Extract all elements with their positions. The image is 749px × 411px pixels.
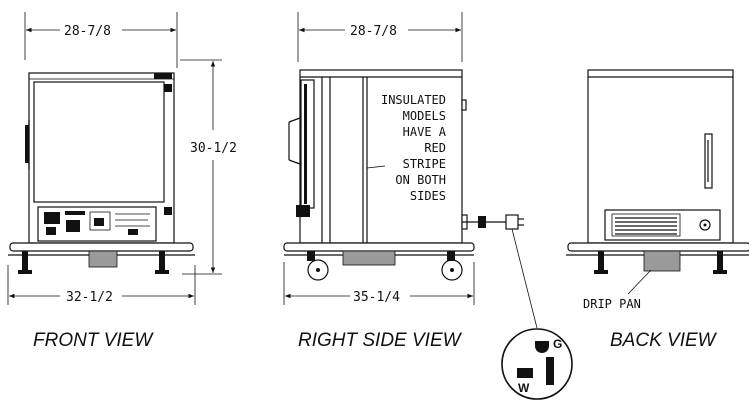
note-line-5: STRIPE [403,157,446,171]
note-line-2: MODELS [403,109,446,123]
side-width-dimension: 28-7/8 [350,24,397,39]
ground-pin-label: G [553,337,562,351]
caster-right [441,259,463,281]
front-view-label: FRONT VIEW [33,330,154,351]
front-base-dimension: 32-1/2 [66,290,113,305]
top-handle [154,73,172,79]
side-cabinet [299,69,463,244]
back-view-label: BACK VIEW [610,330,718,351]
drip-pan-label: DRIP PAN [583,297,641,311]
hinge-top [164,84,172,92]
front-drip-pan [88,250,118,268]
side-bumper [283,242,475,252]
note-line-6: ON BOTH [395,173,446,187]
back-drip-pan [643,250,681,272]
note-line-3: HAVE A [403,125,447,139]
cord-strain-relief [478,216,486,228]
door-handle [25,125,29,163]
hinge-bottom [164,207,172,215]
front-height-dimension: 30-1/2 [190,141,237,156]
note-line-1: INSULATED [381,93,446,107]
side-drip-pan [342,250,396,266]
side-base-dimension: 35-1/4 [353,290,400,305]
back-bumper [567,242,749,252]
power-inlet [699,219,711,231]
front-bumper [9,242,194,252]
right-side-view: 28-7/8 INSULATED MODELS HAVE A RED STRIP… [283,12,538,351]
white-blade-label: W [518,381,530,395]
caster-left [307,259,329,281]
note-line-4: RED [424,141,446,155]
note-line-7: SIDES [410,189,446,203]
plug-body [505,214,519,230]
white-blade [517,368,533,378]
right-side-view-label: RIGHT SIDE VIEW [298,330,463,351]
front-view: 28-7/8 32- [7,12,237,351]
back-view: DRIP PAN BACK VIEW [566,69,749,351]
plug-receptacle-detail: G W [501,328,573,400]
hot-blade [546,357,554,385]
front-door [33,81,165,203]
front-width-dimension: 28-7/8 [64,24,111,39]
ground-pin [535,341,549,353]
vent-panel [604,209,721,241]
